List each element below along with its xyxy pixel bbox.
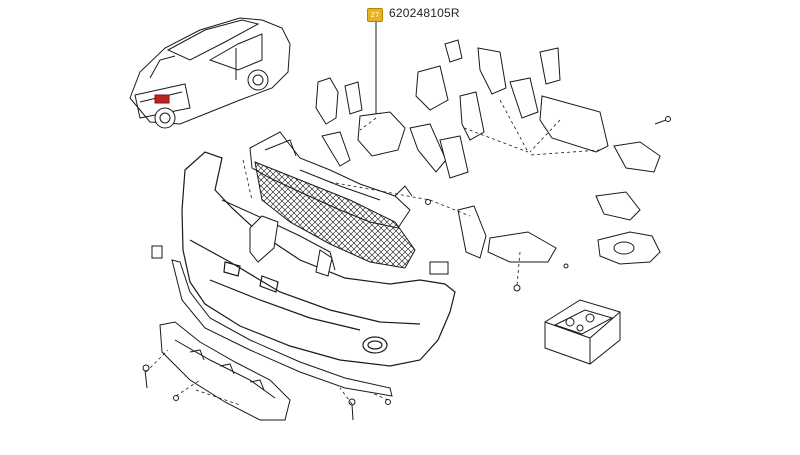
clip-hardware-kit: [544, 299, 621, 365]
license-plate-bracket: [429, 261, 449, 275]
lower-trim-strip: [171, 259, 393, 397]
side-marker-clip: [151, 245, 163, 259]
fog-lamp-bracket: [595, 141, 661, 221]
radiator-grille: [254, 161, 416, 269]
callout-badge: 27: [367, 8, 383, 22]
lower-skid-plate: [159, 321, 291, 421]
fog-lamp-bezel: [597, 231, 661, 265]
front-bumper-cover: [181, 151, 456, 367]
assembly-leader-lines: [145, 99, 601, 406]
vehicle-overview-illustration: [129, 17, 291, 129]
side-mounting-brackets: [315, 39, 609, 263]
screws-and-fasteners: [142, 116, 671, 421]
bumper-mounting-frame: [221, 199, 336, 277]
part-number-label: 620248105R: [389, 6, 460, 20]
